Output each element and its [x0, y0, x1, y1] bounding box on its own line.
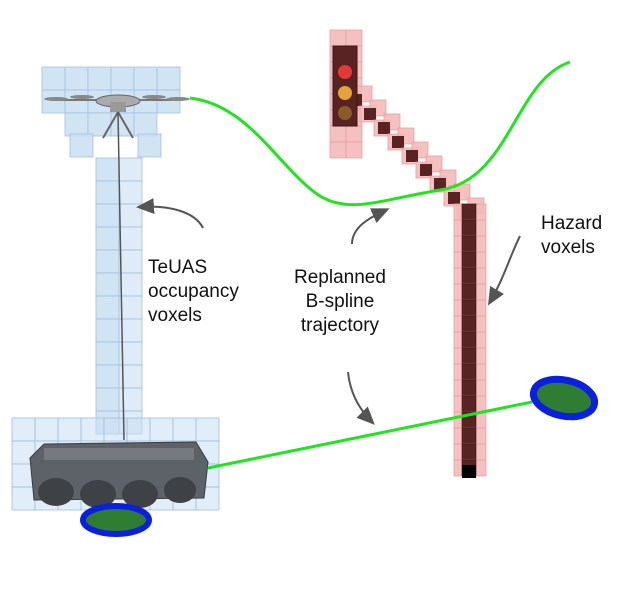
occupancy-voxel: [156, 89, 181, 114]
hazard-voxel: [345, 125, 363, 143]
goal-ellipse: [529, 375, 599, 421]
occupancy-voxel: [133, 66, 158, 91]
occupancy-voxel: [95, 249, 120, 274]
occupancy-voxel: [87, 112, 112, 137]
teuas-label-line-2: occupancy: [148, 281, 239, 302]
teuas-label-line-3: voxels: [148, 305, 202, 326]
occupancy-voxel: [149, 417, 174, 442]
hazard-core-segment: [406, 150, 418, 162]
hazard-core-segment: [461, 363, 477, 381]
occupancy-voxel: [64, 89, 89, 114]
occupancy-voxel: [95, 272, 120, 297]
hazard-core-segment: [461, 203, 477, 221]
hazard-core-segment: [461, 299, 477, 317]
hazard-voxel: [329, 141, 347, 159]
hazard-core-segment: [461, 267, 477, 285]
hazard-voxel: [345, 29, 363, 47]
hazard-label-line-2: voxels: [541, 237, 595, 258]
teuas-label-line-1: TeUAS: [148, 257, 208, 278]
arrow-replanned-up: [351, 208, 390, 245]
occupancy-voxel: [95, 203, 120, 228]
hazard-core-segment: [461, 379, 477, 397]
replanned-label-line-2: B-spline: [305, 291, 375, 312]
occupancy-voxel: [95, 180, 120, 205]
occupancy-voxel: [110, 66, 135, 91]
hazard-core-segment: [378, 122, 390, 134]
traffic-light-icon: [332, 45, 358, 127]
annotation-arrows: [136, 198, 521, 425]
replanned-label-line-3: trajectory: [300, 315, 380, 336]
hazard-core-segment: [392, 136, 404, 148]
occupancy-voxel: [64, 66, 89, 91]
arrow-teuas: [136, 198, 204, 229]
occupancy-voxel: [137, 133, 162, 158]
occupancy-voxel: [195, 417, 220, 442]
occupancy-voxel: [64, 112, 89, 137]
occupancy-voxel: [95, 295, 120, 320]
replanned-trajectory: [189, 60, 571, 470]
hazard-core-segment: [448, 192, 460, 204]
occupancy-voxel: [118, 180, 143, 205]
occupancy-voxel: [118, 157, 143, 182]
hazard-voxel: [345, 141, 363, 159]
arrow-replanned-down: [347, 371, 375, 425]
occupancy-voxel: [95, 157, 120, 182]
hazard-voxel: [329, 29, 347, 47]
hazard-core-segment: [461, 331, 477, 349]
teuas-label: TeUAS occupancy voxels: [148, 256, 239, 328]
occupancy-voxel: [80, 417, 105, 442]
hazard-core-segment: [364, 108, 376, 120]
replanned-label-line-1: Replanned: [294, 267, 386, 288]
occupancy-voxel: [95, 318, 120, 343]
occupancy-voxel: [118, 272, 143, 297]
occupancy-voxel: [69, 133, 94, 158]
start-ellipse: [80, 503, 152, 537]
hazard-core-segment: [420, 164, 432, 176]
hazard-core-segment: [461, 235, 477, 253]
occupancy-voxel: [95, 341, 120, 366]
hazard-core-segment: [461, 315, 477, 333]
occupancy-voxel: [11, 486, 36, 511]
occupancy-voxel: [41, 89, 66, 114]
hazard-core-segment: [461, 427, 477, 445]
replanned-label: Replanned B-spline trajectory: [294, 266, 386, 338]
occupancy-voxel: [156, 66, 181, 91]
occupancy-voxel: [118, 226, 143, 251]
occupancy-voxel: [34, 417, 59, 442]
occupancy-voxel: [87, 66, 112, 91]
occupancy-voxel: [95, 387, 120, 412]
occupancy-voxel: [133, 112, 158, 137]
hazard-label: Hazard voxels: [541, 212, 602, 260]
hazard-core-segment: [461, 219, 477, 237]
hazard-core-segment: [461, 283, 477, 301]
occupancy-voxel: [172, 417, 197, 442]
hazard-core-segment: [434, 178, 446, 190]
hazard-base: [462, 465, 476, 478]
arrow-hazard: [487, 235, 521, 306]
hazard-label-line-1: Hazard: [541, 213, 603, 234]
occupancy-voxel: [57, 417, 82, 442]
occupancy-voxel: [118, 249, 143, 274]
tether: [117, 111, 125, 441]
hazard-voxel: [329, 125, 347, 143]
occupancy-voxel: [118, 203, 143, 228]
occupancy-voxel: [41, 66, 66, 91]
hazard-core-segment: [461, 395, 477, 413]
drone-icon: [44, 94, 190, 139]
hazard-core-segment: [461, 347, 477, 365]
occupancy-voxel: [126, 417, 151, 442]
hazard-core-segment: [461, 251, 477, 269]
occupancy-voxel: [95, 226, 120, 251]
ground-vehicle-icon: [29, 441, 209, 508]
occupancy-voxel: [11, 417, 36, 442]
hazard-core-segment: [461, 443, 477, 461]
occupancy-voxel: [95, 364, 120, 389]
